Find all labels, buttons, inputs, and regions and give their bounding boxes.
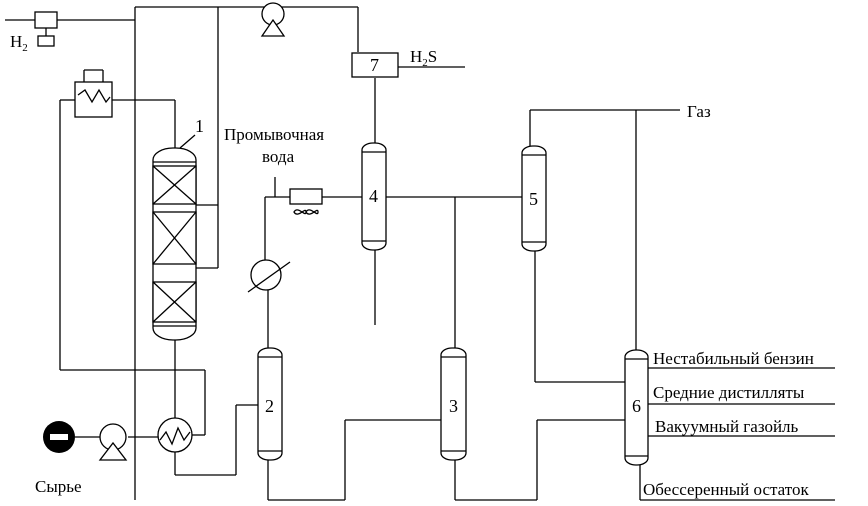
middle-distillates-label: Средние дистилляты — [653, 383, 805, 402]
unstable-gasoline-label: Нестабильный бензин — [653, 349, 814, 368]
wash-water-label-line1: Промывочная — [224, 125, 324, 144]
h2s-label: H2S — [410, 47, 437, 69]
unit-7-box — [351, 52, 399, 78]
column-3 — [440, 347, 467, 461]
air-cooler — [289, 188, 323, 215]
column-6 — [624, 349, 649, 466]
unit-5-number: 5 — [529, 189, 538, 209]
top-pump — [260, 2, 286, 37]
unit-1-number: 1 — [195, 116, 204, 136]
unit-3-number: 3 — [449, 396, 458, 416]
unit-7-number: 7 — [370, 55, 379, 75]
column-5 — [521, 145, 547, 252]
unit-2-number: 2 — [265, 396, 274, 416]
unit-6-number: 6 — [632, 396, 641, 416]
desulfurized-residue-label: Обессеренный остаток — [643, 480, 809, 499]
feed-label: Сырье — [35, 477, 82, 496]
feed-heat-exchanger — [157, 417, 193, 453]
feed-source-icon — [43, 421, 75, 453]
h2-compressor — [34, 11, 58, 47]
feed-pump — [98, 423, 128, 461]
piping — [5, 6, 835, 501]
separator-4 — [361, 142, 387, 251]
wash-water-label-line2: вода — [262, 147, 295, 166]
top-heat-exchanger — [74, 69, 113, 118]
cooler — [247, 259, 291, 293]
column-2 — [257, 347, 283, 461]
reactor-1 — [152, 134, 197, 341]
vacuum-gasoil-label: Вакуумный газойль — [655, 417, 799, 436]
h2-label: H2 — [10, 32, 28, 54]
gas-label: Газ — [687, 102, 711, 121]
unit-4-number: 4 — [369, 186, 378, 206]
